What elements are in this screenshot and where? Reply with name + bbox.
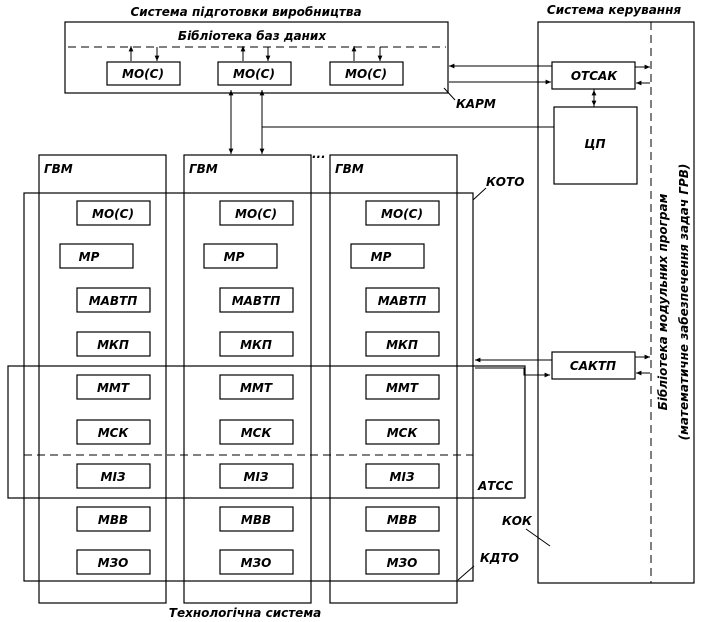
saktp-label: САКТП <box>570 359 616 373</box>
tsp-label: ЦП <box>584 137 605 151</box>
kdto-label: КДТО <box>480 551 519 565</box>
module-mavtp: МАВТП <box>378 294 427 308</box>
module-mr: МР <box>224 250 245 264</box>
module-mos: МО(С) <box>92 207 134 221</box>
module-mos: МО(С) <box>381 207 423 221</box>
kok-label: КОК <box>502 514 533 528</box>
db-module-3: МО(С) <box>329 61 404 86</box>
db-module-1: МО(С) <box>106 61 181 86</box>
production-prep-frame <box>64 21 449 94</box>
db-module-label: МО(С) <box>233 67 275 81</box>
module-miz: МІЗ <box>244 470 269 484</box>
atss-frame <box>7 365 526 499</box>
production-prep-title: Система підготовки виробництва <box>130 5 361 19</box>
gvm-header: ГВМ <box>189 162 218 176</box>
module-mos: МО(С) <box>235 207 277 221</box>
karm-leader <box>443 87 456 101</box>
module-mkp: МКП <box>240 338 272 352</box>
control-connections <box>228 63 650 378</box>
module-mavtp: МАВТП <box>232 294 281 308</box>
module-mvv: МВВ <box>241 513 271 527</box>
module-library-label: Бібліотека модульних програм <box>656 193 670 410</box>
module-mmt: ММТ <box>386 381 419 395</box>
gvm-header: ГВМ <box>44 162 73 176</box>
columns-ellipsis: ... <box>312 147 326 161</box>
koto-leader <box>472 187 487 201</box>
control-system-title: Система керування <box>547 3 681 17</box>
module-mr: МР <box>371 250 392 264</box>
module-mavtp: МАВТП <box>89 294 138 308</box>
module-mvv: МВВ <box>98 513 128 527</box>
db-module-label: МО(С) <box>122 67 164 81</box>
module-miz: МІЗ <box>101 470 126 484</box>
tech-system-title: Технологічна система <box>169 606 321 620</box>
tsp-block: ЦП <box>553 106 638 185</box>
module-mvv: МВВ <box>387 513 417 527</box>
db-module-2: МО(С) <box>217 61 292 86</box>
koto-label: КОТО <box>486 175 524 189</box>
module-mkp: МКП <box>386 338 418 352</box>
module-mkp: МКП <box>97 338 129 352</box>
koto-frame <box>23 192 474 582</box>
db-module-label: МО(С) <box>345 67 387 81</box>
module-mmt: ММТ <box>97 381 130 395</box>
gvm-column-1: ГВМ МО(С) МР МАВТП МКП ММТ МСК МІЗ МВВ М… <box>38 154 167 604</box>
gvm-column-3: ГВМ МО(С) МР МАВТП МКП ММТ МСК МІЗ МВВ М… <box>329 154 458 604</box>
module-miz: МІЗ <box>390 470 415 484</box>
module-msk: МСК <box>387 426 419 440</box>
db-library-label: Бібліотека баз даних <box>178 29 327 43</box>
kok-leader <box>525 528 551 547</box>
kdto-leader <box>457 565 475 581</box>
otsak-label: ОТСАК <box>571 69 618 83</box>
db-module-arrows <box>128 46 383 61</box>
saktp-block: САКТП <box>551 351 636 380</box>
module-msk: МСК <box>98 426 130 440</box>
module-mmt: ММТ <box>240 381 273 395</box>
karm-label: КАРМ <box>456 97 496 111</box>
module-mzo: МЗО <box>98 556 129 570</box>
module-mr: МР <box>79 250 100 264</box>
control-system-frame <box>537 21 695 584</box>
module-mzo: МЗО <box>387 556 418 570</box>
module-msk: МСК <box>241 426 273 440</box>
otsak-block: ОТСАК <box>551 61 636 90</box>
module-mzo: МЗО <box>241 556 272 570</box>
gvm-column-2: ГВМ МО(С) МР МАВТП МКП ММТ МСК МІЗ МВВ М… <box>183 154 312 604</box>
atss-label: АТСС <box>477 479 513 493</box>
math-support-label: (математичне забезпечення задач ГРВ) <box>677 164 691 441</box>
gvm-header: ГВМ <box>335 162 364 176</box>
